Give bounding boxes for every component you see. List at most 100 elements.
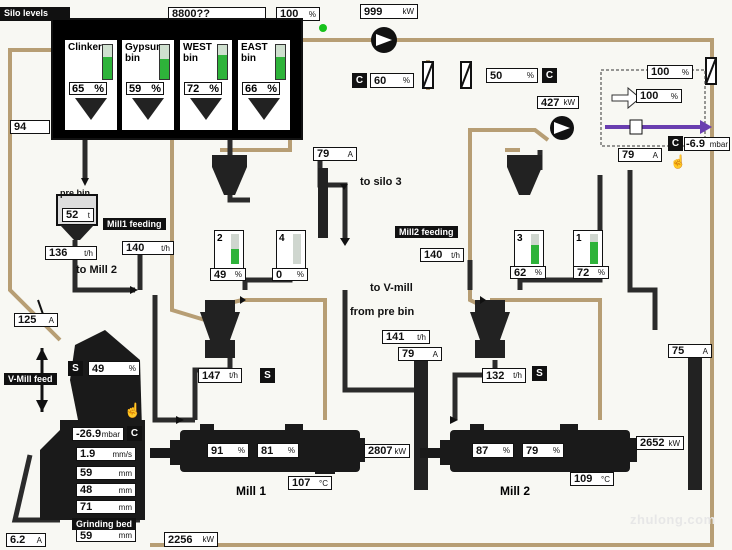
silo-clinker[interactable]: Clinker 65% — [65, 40, 117, 130]
silo-outlet-icon — [75, 98, 107, 120]
silo-value: 65% — [69, 82, 107, 95]
grinding-bed-label: Grinding bed — [72, 518, 136, 530]
vmill-feed-percent[interactable]: 49% — [88, 361, 140, 376]
level-gauge — [217, 44, 228, 80]
vmill-feed-mode-button[interactable]: S — [68, 361, 83, 376]
damper1-value: 60% — [370, 73, 414, 88]
to-vmill-label: to V-mill — [370, 282, 413, 294]
bin-2-gauge[interactable]: 2 — [214, 230, 244, 270]
mill2-value-1: 87% — [472, 443, 514, 458]
left-return-value: 94 — [10, 120, 50, 134]
bin-1-value: 72% — [573, 266, 609, 279]
prebin-title: pre bin — [60, 188, 91, 198]
silo-outlet-icon — [190, 98, 222, 120]
level-fill — [531, 245, 539, 264]
silo-name: Clinker — [68, 42, 102, 53]
mill1-label: Mill 1 — [236, 484, 267, 498]
bin-2-value: 49% — [210, 268, 246, 281]
level-gauge — [293, 234, 301, 264]
silo-value: 66% — [242, 82, 280, 95]
setpoint-top[interactable]: 100% — [647, 65, 693, 79]
mill2-temperature: 109°C — [570, 472, 614, 486]
level-gauge — [590, 234, 598, 264]
damper1-mode-button[interactable]: C — [352, 73, 367, 88]
mill1-value-1: 91% — [207, 443, 249, 458]
level-fill — [590, 242, 598, 264]
damper2-value: 50% — [486, 68, 538, 83]
level-gauge — [102, 44, 113, 80]
mill1-value-2: 81% — [257, 443, 299, 458]
mill2-label: Mill 2 — [500, 484, 531, 498]
level-gauge — [275, 44, 286, 80]
mill1-temperature: 107°C — [288, 476, 332, 490]
to-mill2-label: to Mill 2 — [76, 264, 117, 276]
mill2-mode-button[interactable]: S — [532, 366, 547, 381]
silo-levels-title: Silo levels — [0, 7, 70, 21]
damper2-mode-button[interactable]: C — [542, 68, 557, 83]
bin-3-gauge[interactable]: 3 — [514, 230, 544, 270]
setpoint-mid[interactable]: 100% — [636, 89, 682, 103]
bin-4-gauge[interactable]: 4 — [276, 230, 306, 270]
mill2-value-2: 79% — [522, 443, 564, 458]
mill1-mode-button[interactable]: S — [260, 368, 275, 383]
bin-3-value: 62% — [510, 266, 546, 279]
silo-value: 59% — [126, 82, 164, 95]
silo-value: 72% — [184, 82, 222, 95]
level-fill — [103, 56, 112, 79]
level-gauge — [231, 234, 239, 264]
from-prebin-label: from pre bin — [350, 306, 415, 318]
mill2-feeding-label: Mill2 feeding — [395, 226, 458, 238]
hand-cursor-icon: ☝ — [670, 154, 687, 169]
level-fill — [218, 54, 227, 79]
level-fill — [276, 56, 285, 79]
level-gauge — [159, 44, 170, 80]
valve-mode-button[interactable]: C — [668, 136, 683, 151]
to-silo3-label: to silo 3 — [360, 176, 402, 188]
bin-4-value: 0% — [272, 268, 308, 281]
hand-cursor-icon: ☝ — [124, 402, 142, 418]
bin-1-gauge[interactable]: 1 — [573, 230, 603, 270]
silo-outlet-icon — [248, 98, 280, 120]
mill1-feeding-label: Mill1 feeding — [103, 218, 166, 230]
vmill-pressure-mode-button[interactable]: C — [127, 426, 142, 441]
vmill-feed-label: V-Mill feed — [4, 373, 57, 385]
silo-outlet-icon — [132, 98, 164, 120]
top-field: 8800?? — [168, 7, 266, 21]
watermark: zhulong.com — [630, 512, 716, 527]
level-gauge — [531, 234, 539, 264]
level-fill — [160, 58, 169, 79]
